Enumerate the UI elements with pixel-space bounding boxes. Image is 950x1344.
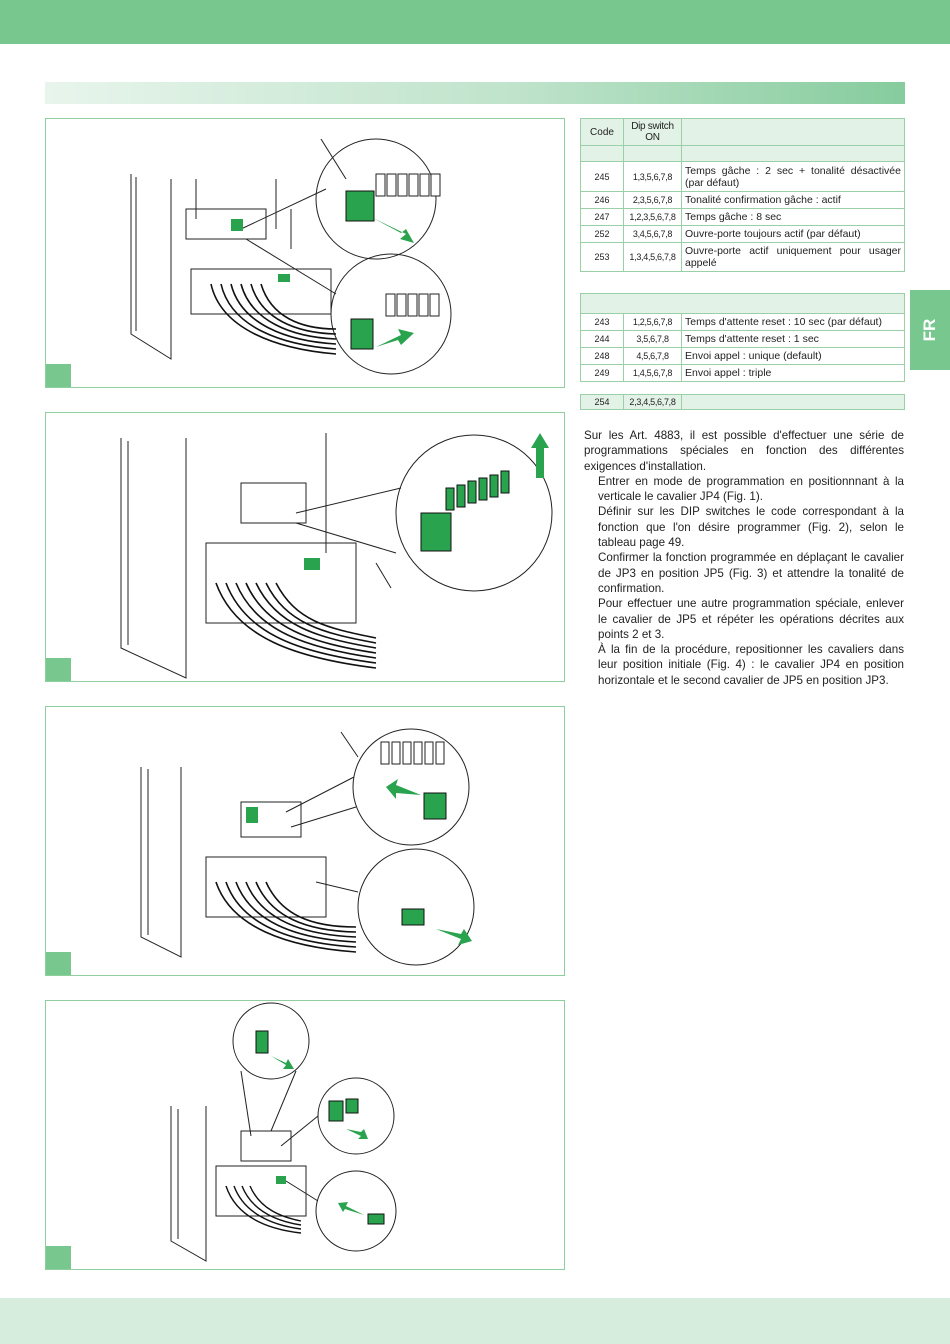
table-row: 246 2,3,5,6,7,8 Tonalité confirmation gâ… [580,191,905,209]
figure-1-badge [46,364,71,387]
row-description: Ouvre-porte toujours actif (par défaut) [681,225,905,243]
row-dip: 2,3,4,5,6,7,8 [623,394,682,410]
table-row: 254 2,3,4,5,6,7,8 [580,394,905,410]
table-row: 243 1,2,5,6,7,8 Temps d'attente reset : … [580,313,905,331]
column-header-function [681,118,905,146]
row-code: 254 [580,394,624,410]
row-code: 249 [580,364,624,382]
table-header-row: Code Dip switch ON [580,118,905,146]
column-header-code: Code [580,118,624,146]
column-header-dip-switch: Dip switch ON [623,118,682,146]
row-dip: 4,5,6,7,8 [623,347,682,365]
row-dip: 1,4,5,6,7,8 [623,364,682,382]
table-row: 248 4,5,6,7,8 Envoi appel : unique (defa… [580,347,905,365]
code-table-3: 254 2,3,4,5,6,7,8 [580,394,905,410]
row-code: 253 [580,242,624,272]
section-header-bar [45,82,905,104]
figure-3-badge [46,952,71,975]
figure-4 [45,1000,565,1270]
step-3: Confirmer la fonction programmée en dépl… [598,551,904,595]
row-dip: 3,4,5,6,7,8 [623,225,682,243]
table-row: 247 1,2,3,5,6,7,8 Temps gâche : 8 sec [580,208,905,226]
row-description: Envoi appel : triple [681,364,905,382]
row-dip: 2,3,5,6,7,8 [623,191,682,209]
figure-4-illustration [170,1002,397,1262]
figure-1-illustration [130,138,452,375]
row-dip: 1,2,5,6,7,8 [623,313,682,331]
row-code: 246 [580,191,624,209]
intro-paragraph: Sur les Art. 4883, il est possible d'eff… [584,429,904,473]
figure-3 [45,706,565,976]
row-code: 243 [580,313,624,331]
language-tab[interactable]: FR [910,290,950,370]
figure-3-illustration [140,728,475,966]
row-description: Temps d'attente reset : 1 sec [681,330,905,348]
table-row: 252 3,4,5,6,7,8 Ouvre-porte toujours act… [580,225,905,243]
step-1: Entrer en mode de programmation en posit… [598,474,904,504]
figure-2 [45,412,565,682]
row-dip: 3,5,6,7,8 [623,330,682,348]
row-code: 244 [580,330,624,348]
row-dip: 1,2,3,5,6,7,8 [623,208,682,226]
step-5: À la fin de la procédure, repositionner … [598,643,904,687]
row-description: Tonalité confirmation gâche : actif [681,191,905,209]
row-description: Ouvre-porte actif uniquement pour usager… [681,242,905,272]
figure-2-illustration [120,433,553,679]
step-4: Pour effectuer une autre programmation s… [598,597,904,641]
row-description [681,394,905,410]
row-description: Temps gâche : 8 sec [681,208,905,226]
code-table-1: Code Dip switch ON 245 1,3,5,6,7,8 Temps… [580,118,905,272]
step-2: Définir sur les DIP switches le code cor… [598,505,904,550]
row-dip: 1,3,5,6,7,8 [623,161,682,192]
code-table-2: 243 1,2,5,6,7,8 Temps d'attente reset : … [580,293,905,382]
row-description: Temps d'attente reset : 10 sec (par défa… [681,313,905,331]
row-code: 247 [580,208,624,226]
table-row: 244 3,5,6,7,8 Temps d'attente reset : 1 … [580,330,905,348]
bottom-color-band [0,1298,950,1344]
figure-2-badge [46,658,71,681]
table-row: 253 1,3,4,5,6,7,8 Ouvre-porte actif uniq… [580,242,905,272]
row-description: Envoi appel : unique (default) [681,347,905,365]
top-color-band [0,0,950,44]
figure-1 [45,118,565,388]
table-row: 249 1,4,5,6,7,8 Envoi appel : triple [580,364,905,382]
table-row: 245 1,3,5,6,7,8 Temps gâche : 2 sec + to… [580,161,905,192]
figure-4-badge [46,1246,71,1269]
row-code: 252 [580,225,624,243]
table-group-row [580,145,905,162]
table-section-header [580,293,905,314]
row-dip: 1,3,4,5,6,7,8 [623,242,682,272]
row-description: Temps gâche : 2 sec + tonalité désactivé… [681,161,905,192]
instructions-text: Sur les Art. 4883, il est possible d'eff… [584,428,904,688]
row-code: 248 [580,347,624,365]
row-code: 245 [580,161,624,192]
